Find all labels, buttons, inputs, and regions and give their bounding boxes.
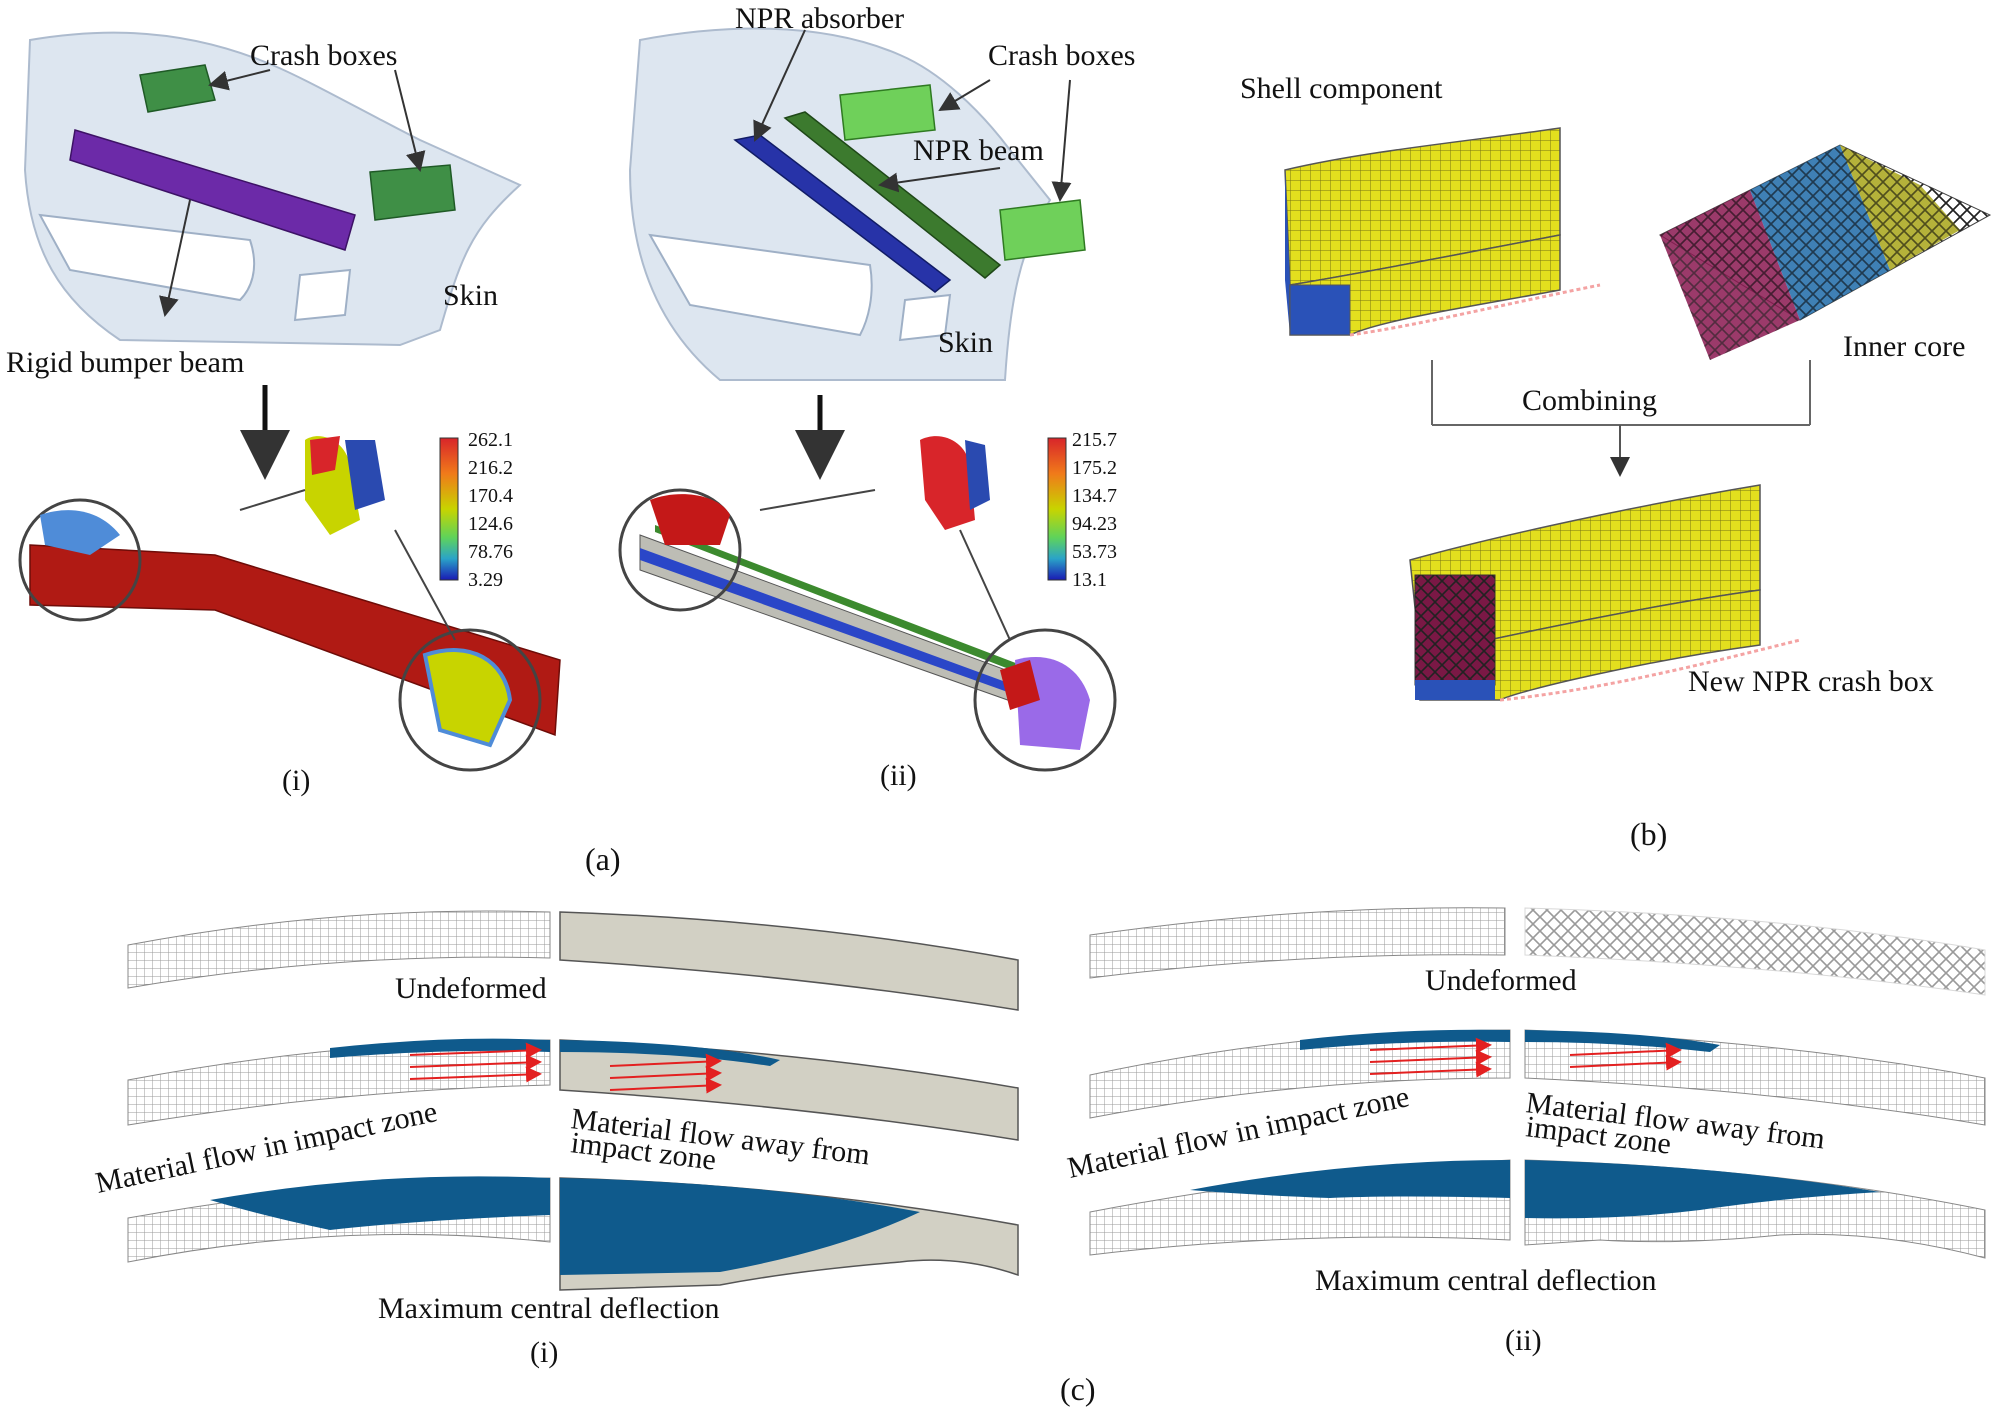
panel-a-ii-car-model: [628, 27, 1086, 381]
legend-bar-ii: [1047, 437, 1067, 581]
panel-a-i-car-model: [23, 31, 522, 347]
legend-tick-ii-2: 175.2: [1072, 457, 1117, 479]
legend-tick-i-5: 78.76: [468, 541, 513, 563]
legend-tick-i-2: 216.2: [468, 457, 513, 479]
legend-tick-i-4: 124.6: [468, 513, 513, 535]
panel-c-i-mid-beams: [127, 1038, 1019, 1141]
panel-c-ii-undeformed-beams: [1089, 907, 1986, 996]
label-undeformed-c-ii: Undeformed: [1425, 964, 1577, 997]
panel-b-shell-component: [1284, 127, 1601, 337]
legend-tick-i-3: 170.4: [468, 485, 513, 507]
caption-c: (c): [1060, 1371, 1096, 1407]
panel-a-ii-deformed-beam: [618, 436, 1117, 772]
label-inner-core: Inner core: [1843, 330, 1965, 363]
legend-tick-i-6: 3.29: [468, 569, 503, 591]
panel-b-inner-core: [1658, 144, 1992, 360]
caption-a: (a): [585, 841, 621, 877]
label-max-def-c-i: Maximum central deflection: [378, 1292, 720, 1325]
legend-tick-ii-5: 53.73: [1072, 541, 1117, 563]
label-combining: Combining: [1522, 384, 1657, 417]
tag-c-ii: (ii): [1505, 1324, 1542, 1357]
panel-a-ii-arrows: [753, 29, 1072, 480]
label-npr-beam: NPR beam: [913, 134, 1044, 167]
label-rigid-bumper-beam: Rigid bumper beam: [6, 346, 244, 379]
label-undeformed-c-i: Undeformed: [395, 972, 547, 1005]
panel-b-combining-connector: [1431, 360, 1811, 477]
panel-c-ii-max-deflection-beams: [1089, 1159, 1986, 1259]
legend-tick-ii-6: 13.1: [1072, 569, 1107, 591]
label-npr-absorber: NPR absorber: [735, 2, 904, 35]
caption-b: (b): [1630, 816, 1667, 852]
panel-a-i-legend: 262.1 216.2 170.4 124.6 78.76 3.29: [439, 429, 513, 591]
legend-tick-ii-3: 134.7: [1072, 485, 1117, 507]
panel-c-i-max-deflection-beams: [127, 1176, 1019, 1291]
panel-a-i-deformed-beam: [18, 436, 561, 772]
tag-c-i: (i): [530, 1336, 558, 1369]
legend-tick-i-1: 262.1: [468, 429, 513, 451]
panel-a-i-arrows: [159, 69, 426, 480]
label-new-npr-crash-box: New NPR crash box: [1688, 665, 1934, 698]
label-shell-component: Shell component: [1240, 72, 1443, 105]
legend-bar-i: [439, 437, 459, 581]
panel-c-i-undeformed-beams: [127, 910, 1019, 1011]
label-max-def-c-ii: Maximum central deflection: [1315, 1264, 1657, 1297]
panel-c-ii-mid-beams: [1089, 1029, 1986, 1126]
legend-tick-ii-1: 215.7: [1072, 429, 1117, 451]
label-skin-i: Skin: [443, 279, 498, 312]
label-crash-boxes-ii: Crash boxes: [988, 39, 1135, 72]
label-skin-ii: Skin: [938, 326, 993, 359]
label-crash-boxes-i: Crash boxes: [250, 39, 397, 72]
panel-a-ii-legend: 215.7 175.2 134.7 94.23 53.73 13.1: [1047, 429, 1117, 591]
panel-b-new-npr-crash-box: [1409, 484, 1801, 702]
legend-tick-ii-4: 94.23: [1072, 513, 1117, 535]
tag-a-ii: (ii): [880, 759, 917, 792]
tag-a-i: (i): [282, 764, 310, 797]
